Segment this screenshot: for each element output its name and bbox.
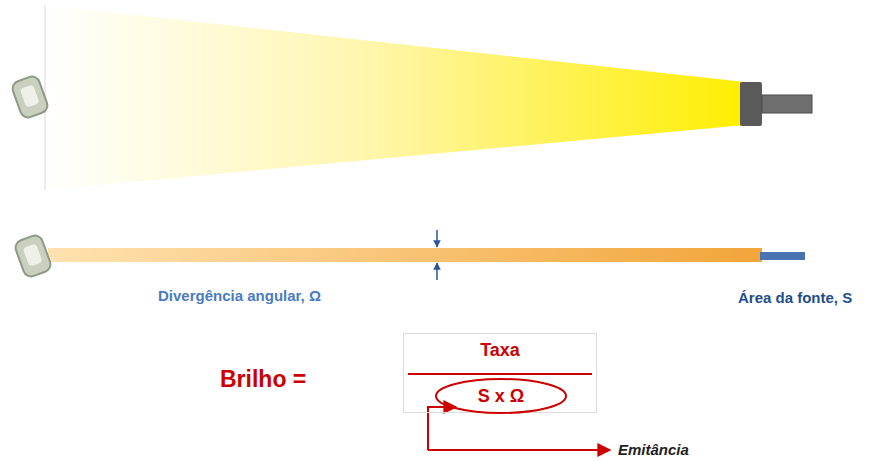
formula-term: Brilho = bbox=[220, 366, 306, 393]
leader-arrow bbox=[428, 449, 610, 451]
axis-label: Divergência angular, Ω bbox=[158, 287, 321, 304]
divergence-arrow bbox=[436, 263, 438, 280]
fraction-bar bbox=[408, 373, 592, 375]
flashlight-head bbox=[740, 82, 762, 126]
formula-box: Taxa S x Ω bbox=[403, 333, 597, 413]
light-cone bbox=[45, 5, 745, 190]
source-area bbox=[760, 252, 805, 260]
flashlight-body bbox=[762, 95, 812, 113]
sample-crystal bbox=[10, 74, 49, 119]
formula-term: S x Ω bbox=[434, 377, 568, 415]
collimated-beam bbox=[48, 248, 762, 262]
denominator-ellipse: S x Ω bbox=[434, 377, 568, 415]
axis-label: Área da fonte, S bbox=[738, 289, 852, 306]
formula-term: Taxa bbox=[404, 340, 596, 361]
sample-crystal bbox=[13, 233, 52, 278]
callout-label: Emitância bbox=[618, 441, 689, 458]
divergence-arrow bbox=[436, 230, 438, 247]
leader-arrow bbox=[428, 407, 456, 450]
